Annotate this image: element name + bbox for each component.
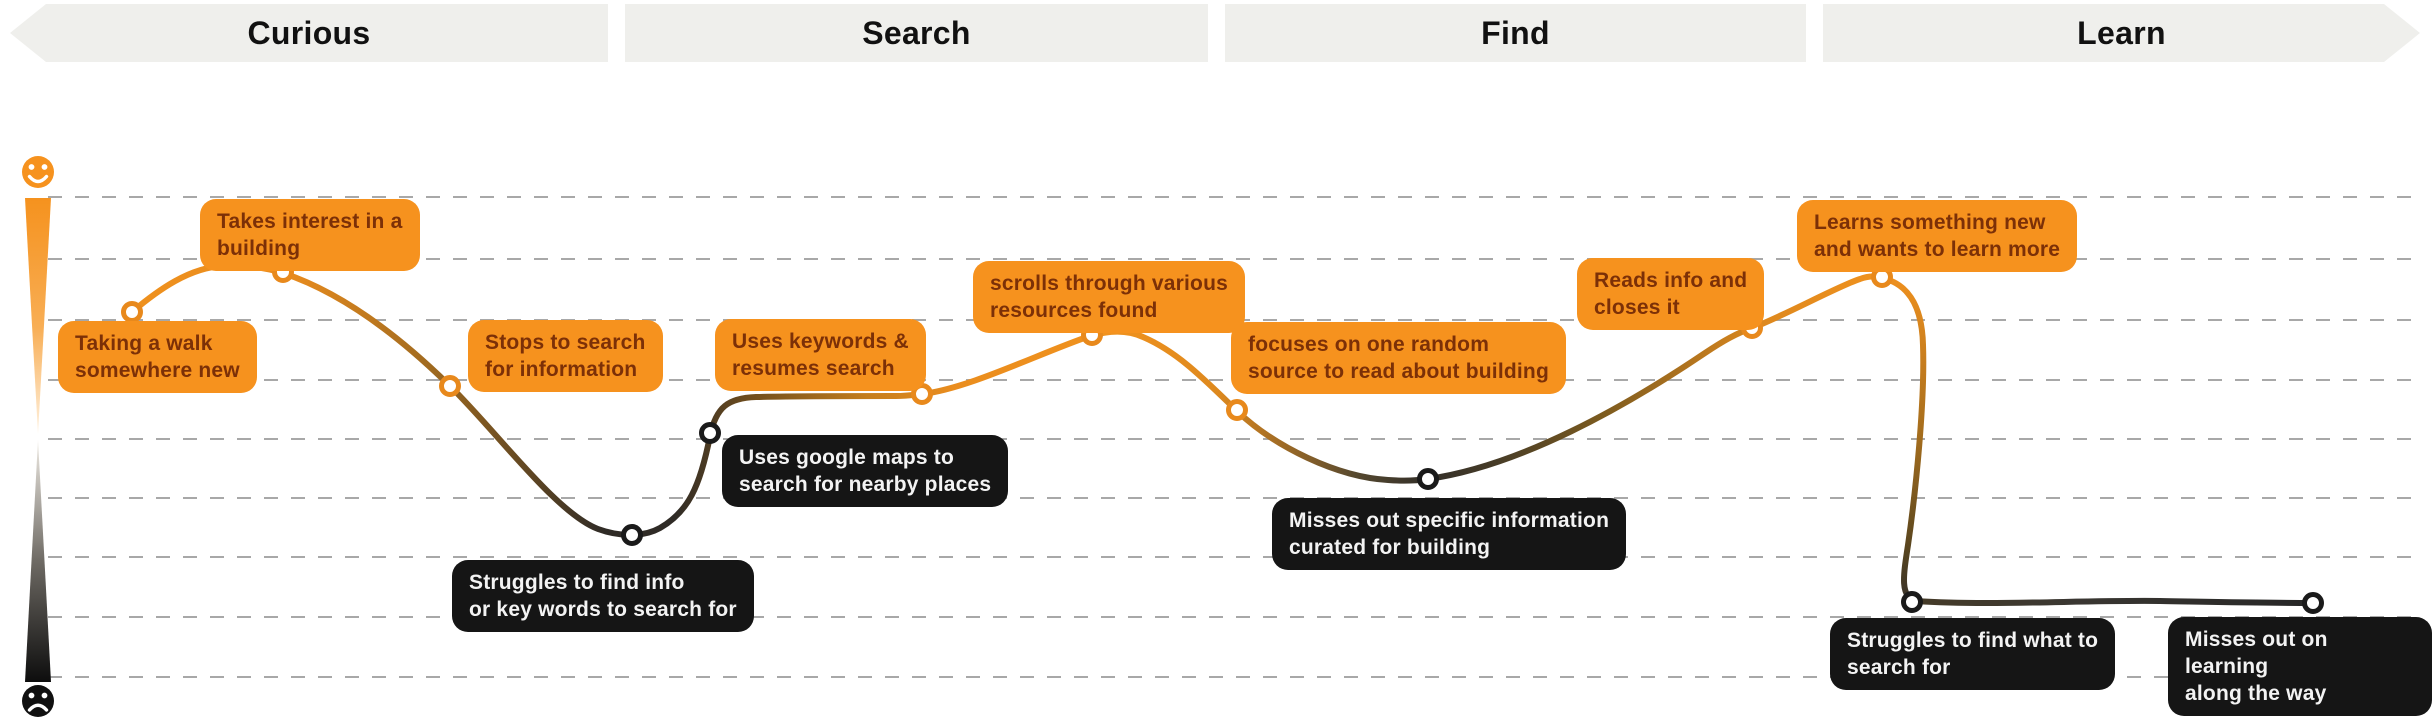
happy-face-icon (22, 156, 54, 188)
touchpoint-node (1901, 591, 1923, 613)
sad-face-icon (22, 685, 54, 717)
touchpoint-node (911, 383, 933, 405)
touchpoint-node (2302, 592, 2324, 614)
touchpoint-node (1081, 324, 1103, 346)
touchpoint-node (621, 524, 643, 546)
touchpoint-node (1871, 266, 1893, 288)
phase-label: Curious (247, 14, 371, 51)
phase-label: Find (1481, 14, 1550, 51)
touchpoint-node (1226, 399, 1248, 421)
touchpoint-node (1741, 317, 1763, 339)
phase-banner-find: Find (1225, 4, 1806, 62)
emotion-scale (22, 156, 54, 717)
touchpoint-node (121, 301, 143, 323)
touchpoint-nodes (121, 261, 2324, 614)
emotion-curve-segment (129, 262, 1885, 538)
gridlines (48, 196, 2424, 678)
phase-banner-search: Search (625, 4, 1208, 62)
phase-label: Search (862, 14, 971, 51)
touchpoint-node (1417, 468, 1439, 490)
emotion-scale-positive-bar (25, 198, 51, 434)
touchpoint-node (272, 261, 294, 283)
touchpoint-node (439, 375, 461, 397)
emotion-scale-negative-bar (25, 440, 51, 682)
phase-label: Learn (2077, 14, 2166, 51)
emotion-curve-segment (1913, 597, 2316, 607)
touchpoint-node (699, 422, 721, 444)
emotion-curve (129, 262, 2316, 607)
phase-banner-curious: Curious (10, 4, 608, 62)
emotion-curve-segment (1879, 275, 1927, 604)
phase-banner-learn: Learn (1823, 4, 2420, 62)
